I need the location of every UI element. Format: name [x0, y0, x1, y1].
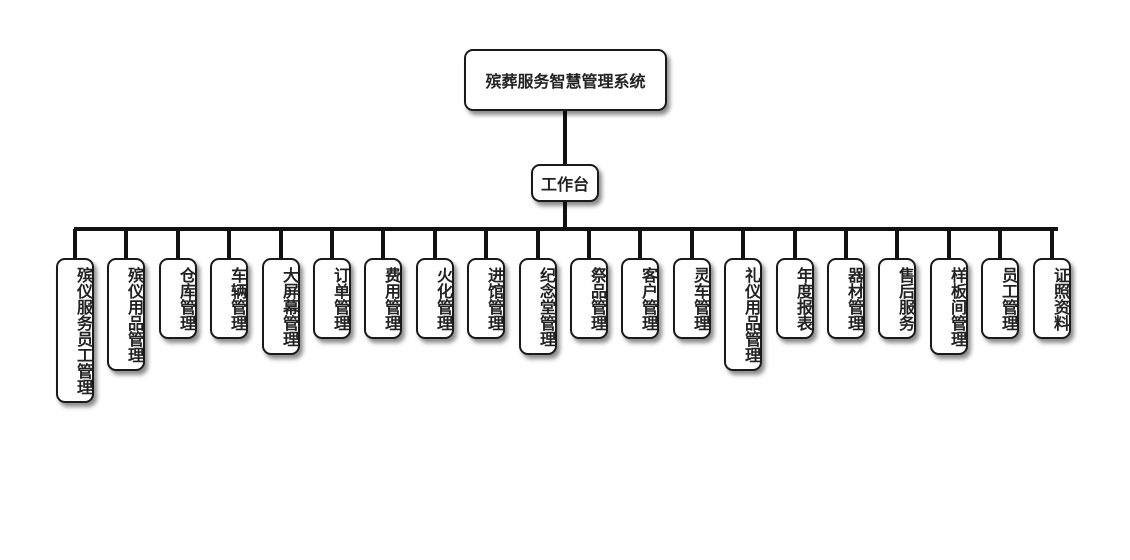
module-label: 灵车管理 — [691, 267, 710, 331]
module-label: 客户管理 — [639, 267, 658, 331]
module-node: 费用管理 — [364, 258, 402, 339]
module-connector — [998, 229, 1002, 259]
module-node: 殡仪服务员工管理 — [56, 258, 94, 403]
module-connector — [279, 229, 283, 259]
module-label: 费用管理 — [382, 267, 401, 331]
module-label: 进馆管理 — [485, 267, 504, 331]
module-label: 大屏幕管理 — [280, 267, 299, 347]
module-label: 员工管理 — [999, 267, 1018, 331]
module-connector — [227, 229, 231, 259]
module-connector — [690, 229, 694, 259]
module-node: 殡仪用品管理 — [107, 258, 145, 371]
module-node: 车辆管理 — [210, 258, 248, 339]
hub-connector — [563, 202, 567, 229]
module-connector — [741, 229, 745, 259]
module-connector — [330, 229, 334, 259]
root-connector — [563, 111, 567, 164]
root-node: 殡葬服务智慧管理系统 — [464, 49, 667, 111]
module-node: 员工管理 — [981, 258, 1019, 339]
module-label: 礼仪用品管理 — [742, 267, 761, 363]
module-connector — [947, 229, 951, 259]
module-node: 灵车管理 — [673, 258, 711, 339]
horizontal-bus — [74, 227, 1058, 231]
module-label: 样板间管理 — [948, 267, 967, 347]
module-node: 礼仪用品管理 — [724, 258, 762, 371]
module-connector — [638, 229, 642, 259]
module-label: 车辆管理 — [228, 267, 247, 331]
module-label: 火化管理 — [434, 267, 453, 331]
module-connector — [793, 229, 797, 259]
module-connector — [73, 229, 77, 259]
module-node: 火化管理 — [416, 258, 454, 339]
module-label: 殡仪服务员工管理 — [74, 267, 93, 395]
module-node: 年度报表 — [776, 258, 814, 339]
module-connector — [124, 229, 128, 259]
module-node: 大屏幕管理 — [262, 258, 300, 355]
module-label: 年度报表 — [794, 267, 813, 331]
module-label: 证照资料 — [1051, 267, 1070, 331]
hub-label: 工作台 — [540, 175, 589, 194]
module-connector — [536, 229, 540, 259]
module-node: 纪念堂管理 — [519, 258, 557, 355]
hub-node: 工作台 — [531, 164, 599, 202]
root-label: 殡葬服务智慧管理系统 — [485, 72, 646, 91]
module-label: 器材管理 — [845, 267, 864, 331]
module-node: 订单管理 — [313, 258, 351, 339]
module-node: 客户管理 — [621, 258, 659, 339]
module-label: 殡仪用品管理 — [125, 267, 144, 363]
module-node: 样板间管理 — [930, 258, 968, 355]
module-connector — [484, 229, 488, 259]
module-label: 售后服务 — [896, 267, 915, 331]
module-node: 进馆管理 — [467, 258, 505, 339]
module-label: 仓库管理 — [177, 267, 196, 331]
module-node: 售后服务 — [878, 258, 916, 339]
module-label: 纪念堂管理 — [537, 267, 556, 347]
module-label: 订单管理 — [331, 267, 350, 331]
module-connector — [587, 229, 591, 259]
module-connector — [381, 229, 385, 259]
module-connector — [1050, 229, 1054, 259]
module-connector — [844, 229, 848, 259]
module-node: 仓库管理 — [159, 258, 197, 339]
module-node: 证照资料 — [1033, 258, 1071, 339]
module-label: 祭品管理 — [588, 267, 607, 331]
module-connector — [433, 229, 437, 259]
module-node: 器材管理 — [827, 258, 865, 339]
module-connector — [176, 229, 180, 259]
module-node: 祭品管理 — [570, 258, 608, 339]
module-connector — [895, 229, 899, 259]
